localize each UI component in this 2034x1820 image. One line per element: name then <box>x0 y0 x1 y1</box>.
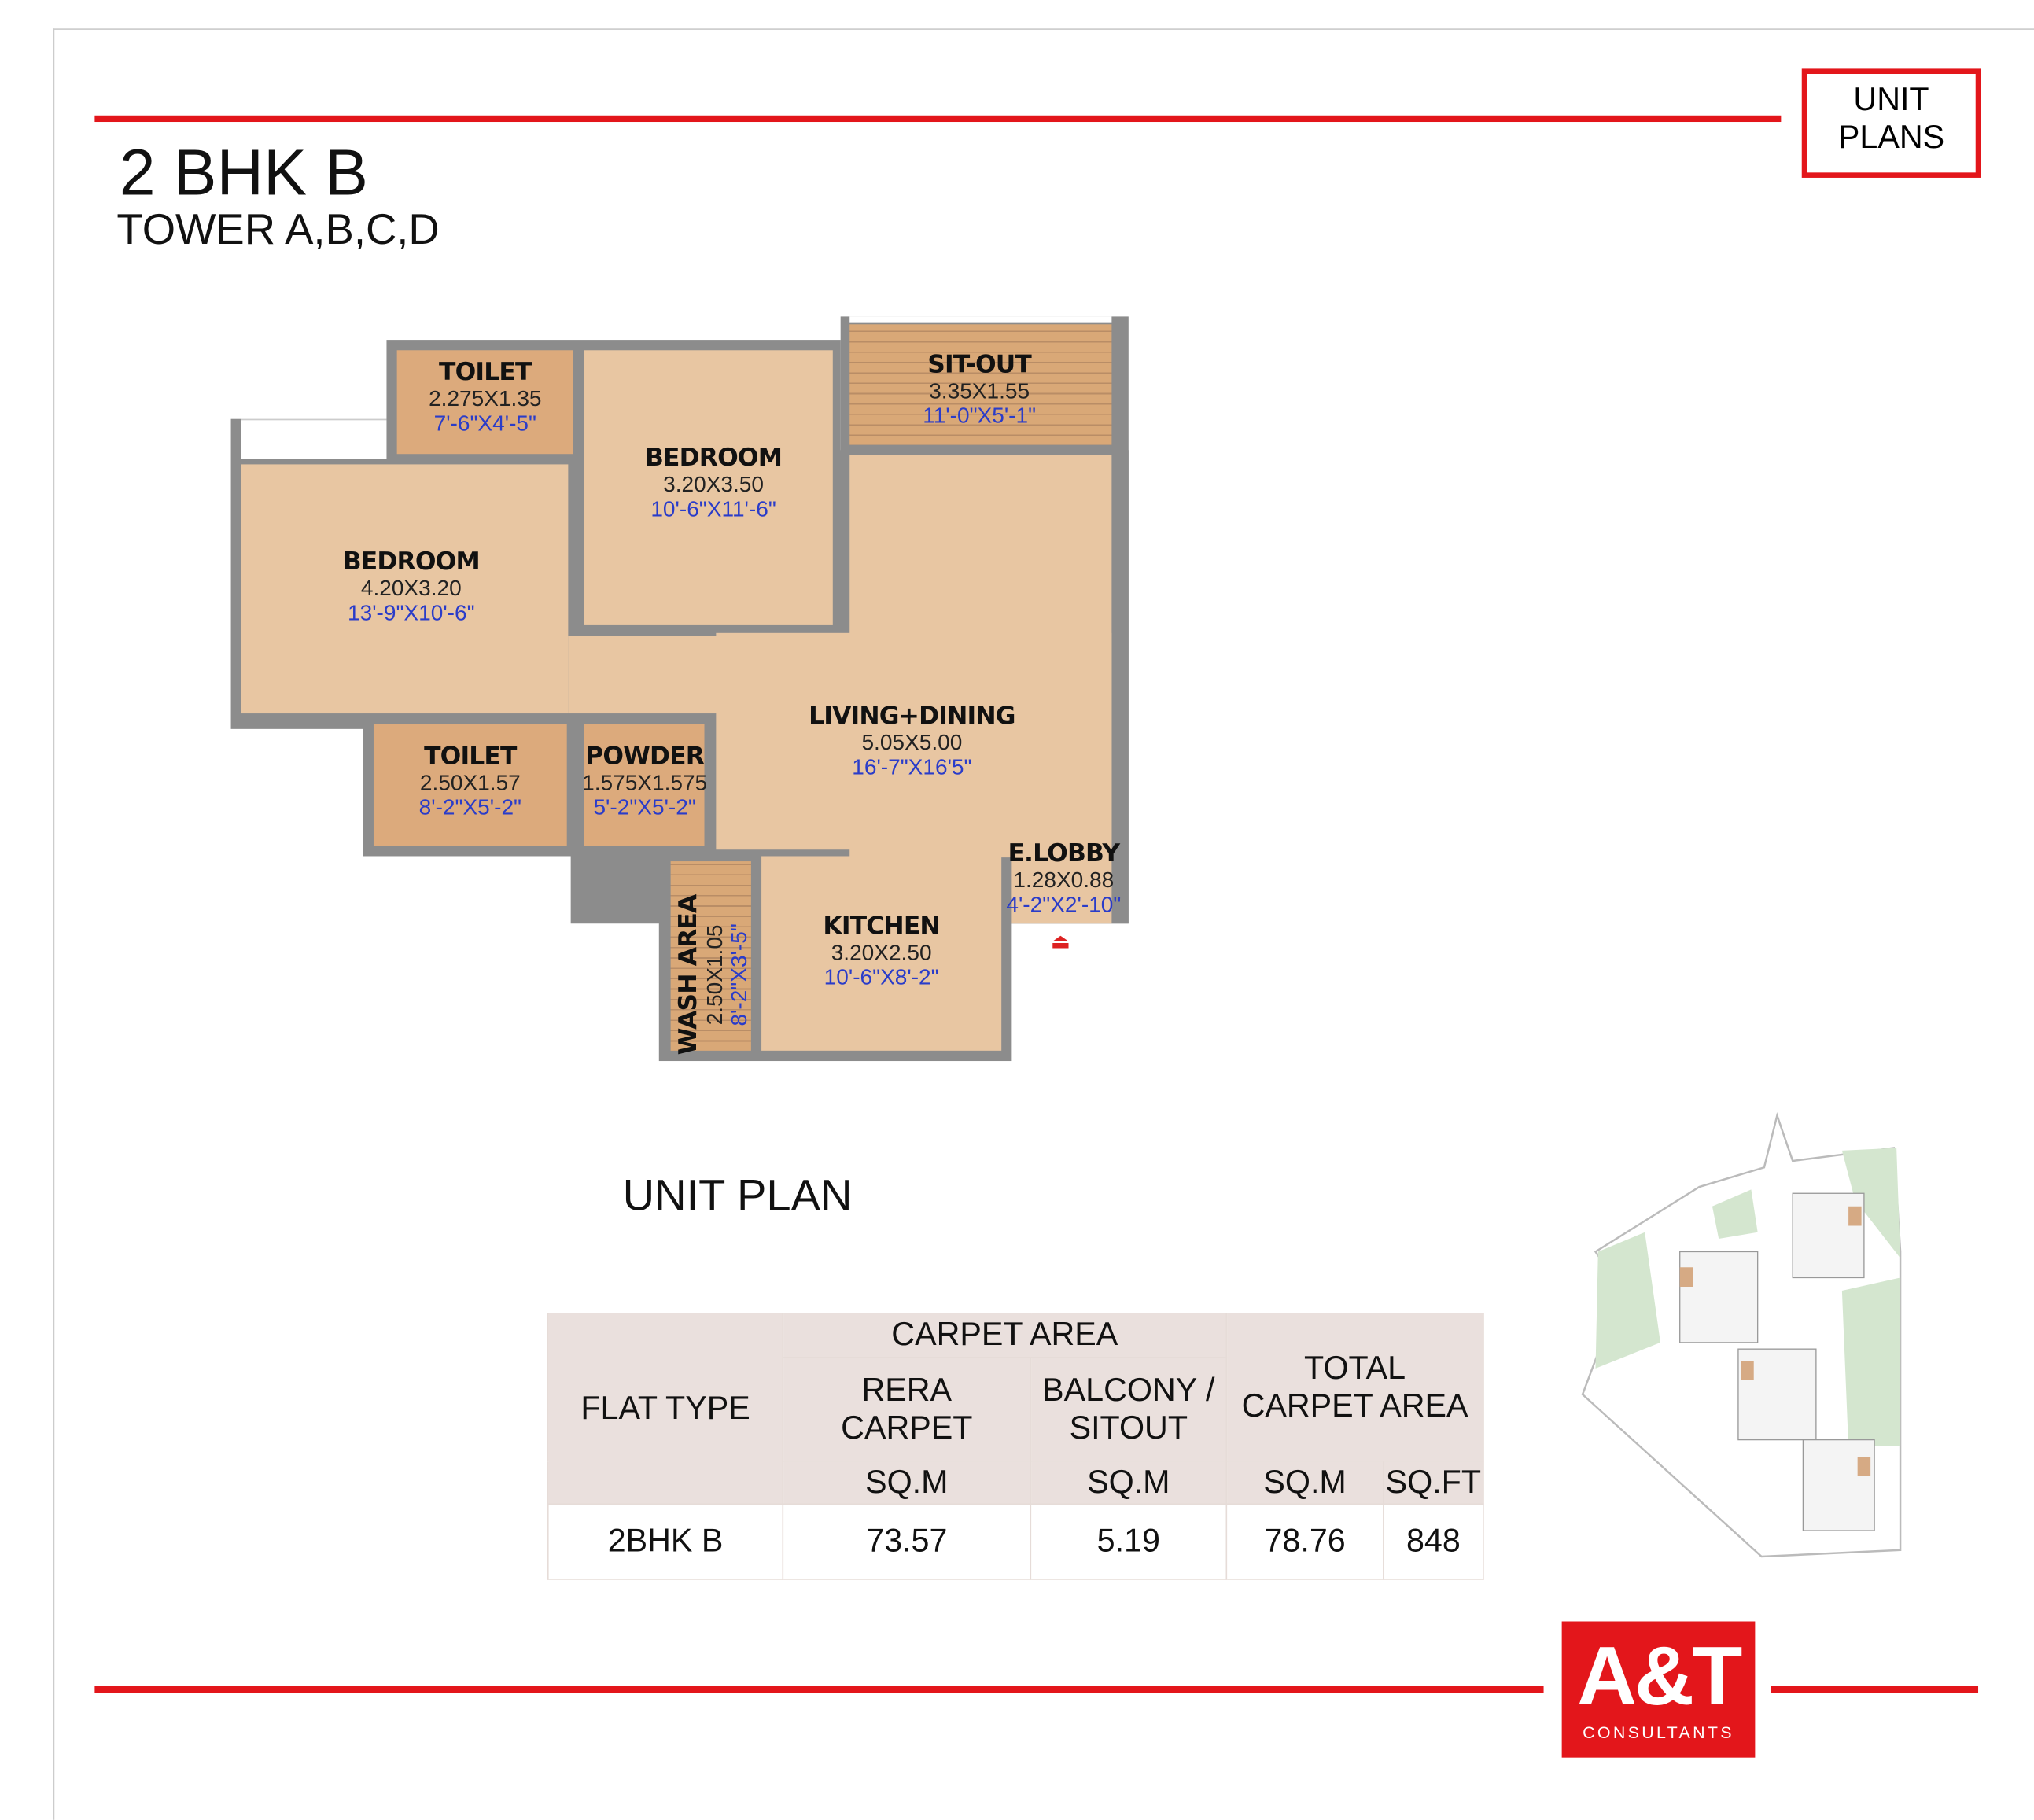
site-key-plan <box>1581 1111 1902 1558</box>
top-red-rule <box>94 115 1782 123</box>
area-table: FLAT TYPE CARPET AREA TOTAL CARPET AREA … <box>547 1312 1484 1580</box>
header-rera-carpet: RERA CARPET <box>782 1357 1032 1462</box>
cell-total-sqm: 78.76 <box>1225 1503 1384 1580</box>
header-flat-type: FLAT TYPE <box>547 1312 784 1505</box>
unit-sqm: SQ.M <box>782 1460 1032 1505</box>
table-row: 2BHK B 73.57 5.19 78.76 848 <box>547 1503 1484 1580</box>
unit-sqft: SQ.FT <box>1383 1460 1484 1505</box>
plan-caption: UNIT PLAN <box>622 1171 853 1221</box>
bottom-red-rule-left <box>94 1686 1544 1693</box>
cell-balcony: 5.19 <box>1030 1503 1228 1580</box>
cell-rera: 73.57 <box>782 1503 1032 1580</box>
page-title: 2 BHK B <box>119 136 368 209</box>
header-total-carpet: TOTAL CARPET AREA <box>1225 1312 1484 1462</box>
page-subtitle: TOWER A,B,C,D <box>116 204 440 253</box>
company-logo: A&T CONSULTANTS <box>1561 1621 1756 1758</box>
page-border <box>53 28 2034 1820</box>
unit-plans-badge: UNIT PLANS <box>1801 68 1981 178</box>
unit-sqm: SQ.M <box>1225 1460 1384 1505</box>
entrance-icon: ⏏ <box>1050 931 1070 954</box>
cell-total-sqft: 848 <box>1383 1503 1484 1580</box>
unit-sqm: SQ.M <box>1030 1460 1228 1505</box>
header-carpet-area: CARPET AREA <box>782 1312 1228 1358</box>
header-balcony: BALCONY / SITOUT <box>1030 1357 1228 1462</box>
cell-flat-type: 2BHK B <box>547 1503 784 1580</box>
bottom-red-rule-right <box>1771 1686 1979 1693</box>
